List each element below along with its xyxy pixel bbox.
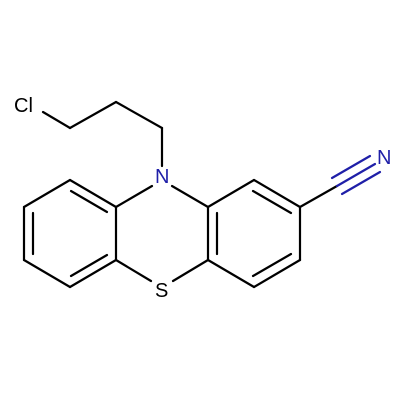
bond-right-ring-5	[206, 258, 256, 289]
bond-left-ring-4	[22, 258, 72, 289]
bond-triple-2	[335, 162, 377, 188]
nitrile-nitrogen-atom-label: N	[377, 147, 391, 169]
bond-left-ring-6	[22, 178, 72, 209]
bond-right-ring-1	[206, 178, 256, 209]
bond-left-ring-inner-1	[69, 189, 109, 214]
bond-s-to-right-ring	[171, 258, 210, 283]
bond-n-to-right-ring	[170, 184, 210, 209]
ring-nitrogen-atom-label: N	[155, 166, 169, 188]
bond-left-ring-1	[68, 178, 118, 209]
chlorine-atom-label: Cl	[14, 95, 33, 117]
bond-left-ring-to-s	[114, 258, 153, 283]
bond-right-ring-inner-2	[251, 189, 293, 215]
bond-right-ring-2	[252, 178, 302, 209]
bond-triple-3	[340, 170, 382, 196]
central-thiazine-ring	[114, 184, 210, 283]
left-benzene-ring	[22, 178, 118, 289]
bond-c2-c3	[114, 100, 164, 130]
right-benzene-ring	[206, 178, 302, 289]
bond-triple-1	[330, 154, 372, 180]
sulfur-atom-label: S	[155, 280, 168, 302]
bond-cl-c1	[41, 110, 72, 130]
nitrile-group	[298, 154, 382, 209]
bond-right-ring-4	[252, 258, 302, 289]
bond-left-ring-3	[68, 258, 118, 289]
chloropropyl-chain	[41, 100, 164, 168]
bond-right-ring-inner-3	[251, 252, 293, 278]
bond-c1-c2	[68, 100, 118, 130]
bond-left-ring-to-n	[114, 184, 154, 209]
bond-ring-to-nitrile-carbon	[298, 184, 339, 209]
bond-left-ring-inner-2	[69, 253, 109, 278]
